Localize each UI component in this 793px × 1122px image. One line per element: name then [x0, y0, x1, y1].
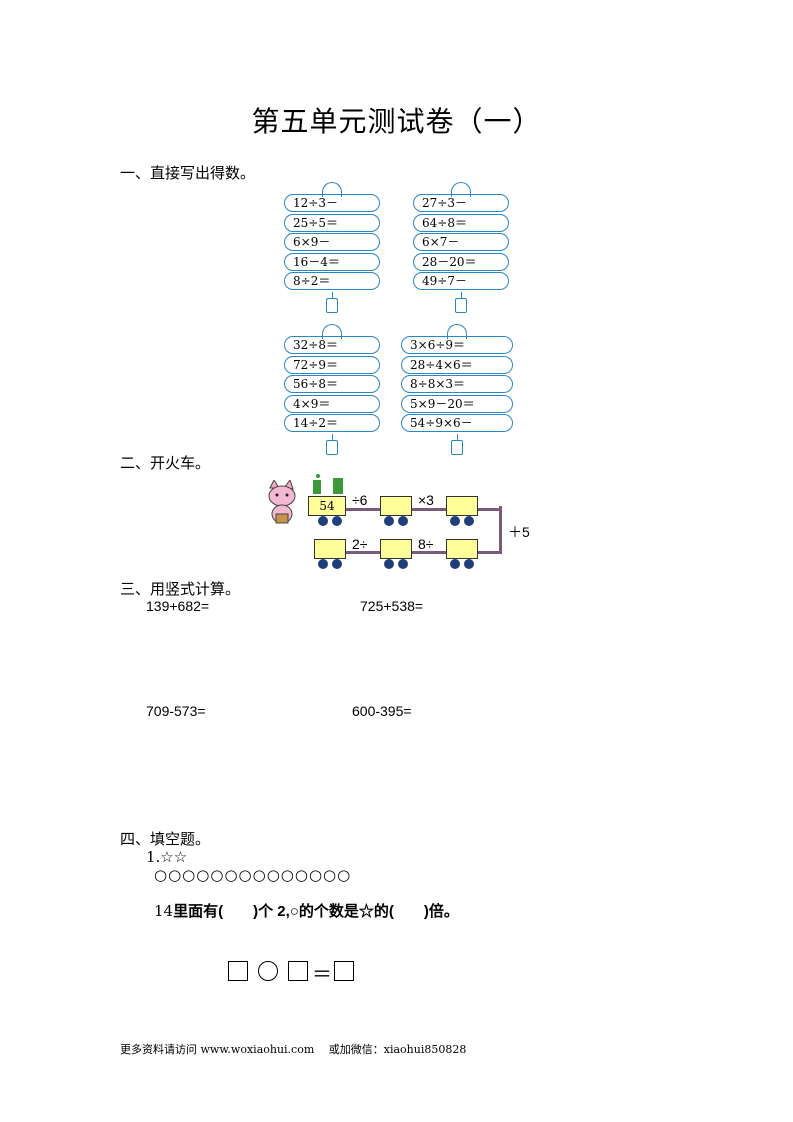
hook-icon	[413, 180, 509, 197]
weight-icon	[451, 439, 463, 455]
hook-icon	[284, 180, 380, 197]
equals-sign: ＝	[312, 962, 332, 986]
footer-text: 更多资料请访问 www.woxiaohui.com 或加微信：xiaohui85…	[120, 1043, 467, 1056]
wheel-icon	[398, 559, 408, 569]
train-car	[380, 539, 412, 559]
string-line	[456, 433, 458, 440]
vertical-calc-2: 725+538=	[360, 598, 424, 614]
rail-top	[346, 508, 501, 511]
vertical-calc-1: 139+682=	[146, 598, 210, 614]
equation-pill: 72÷9＝	[284, 355, 380, 374]
question-1-sentence: 里面有( )个 2,○的个数是☆的( )倍。	[173, 903, 459, 920]
equation-pill: 5×9－20＝	[401, 394, 513, 413]
wheel-icon	[332, 559, 342, 569]
train-op-2: ×3	[418, 492, 434, 508]
rail-right	[499, 506, 502, 554]
train-op-3: ＋5	[508, 524, 530, 540]
blank-box	[334, 961, 354, 981]
equation-pill: 49÷7－	[413, 272, 509, 290]
train-car-start: 54	[308, 496, 346, 516]
hanging-card-group-d: 3×6÷9＝ 28÷4×6＝ 8÷8×3＝ 5×9－20＝ 54÷9×6－	[401, 322, 513, 455]
cab-icon	[333, 478, 343, 494]
blank-box	[228, 961, 248, 981]
weight-icon	[326, 297, 338, 313]
wheel-icon	[464, 516, 474, 526]
wheel-icon	[332, 516, 342, 526]
wheel-icon	[318, 516, 328, 526]
equation-pill: 16－4＝	[284, 252, 380, 271]
wheel-icon	[450, 559, 460, 569]
vertical-calc-4: 600-395=	[352, 703, 412, 719]
weight-icon	[326, 439, 338, 455]
train-op-1: ÷6	[352, 492, 368, 508]
question-1-text: 14里面有( )个 2,○的个数是☆的( )倍。	[154, 900, 459, 921]
wheel-icon	[398, 516, 408, 526]
equation-pill: 4×9＝	[284, 394, 380, 413]
wheel-icon	[384, 559, 394, 569]
equation-pill: 6×9－	[284, 233, 380, 251]
equation-pill: 54÷9×6－	[401, 414, 513, 432]
cat-icon	[268, 480, 296, 524]
wheel-icon	[464, 559, 474, 569]
equation-pill: 64÷8＝	[413, 213, 509, 232]
string-line	[460, 291, 462, 298]
train-car	[446, 496, 478, 516]
string-line	[331, 433, 333, 440]
circle-row: ○○○○○○○○○○○○○○	[154, 866, 352, 884]
hook-icon	[284, 322, 380, 339]
hanging-card-group-a: 12÷3－ 25÷5＝ 6×9－ 16－4＝ 8÷2＝	[284, 180, 380, 313]
equation-pill: 14÷2＝	[284, 414, 380, 432]
equation-pill: 28÷4×6＝	[401, 355, 513, 374]
hanging-card-group-b: 27÷3－ 64÷8＝ 6×7－ 28－20＝ 49÷7－	[413, 180, 509, 313]
blank-circle	[258, 961, 278, 981]
wheel-icon	[318, 559, 328, 569]
train-car	[314, 539, 346, 559]
equation-pill: 8÷2＝	[284, 272, 380, 290]
wheel-icon	[384, 516, 394, 526]
hanging-card-group-c: 32÷8＝ 72÷9＝ 56÷8＝ 4×9＝ 14÷2＝	[284, 322, 380, 455]
blank-box	[288, 961, 308, 981]
train-car	[446, 539, 478, 559]
smoke-icon	[316, 474, 320, 478]
string-line	[331, 291, 333, 298]
chimney-icon	[313, 480, 321, 494]
equation-pill: 8÷8×3＝	[401, 375, 513, 393]
section-4-heading: 四、填空题。	[120, 830, 211, 848]
section-3-heading: 三、用竖式计算。	[120, 580, 241, 598]
hook-icon	[409, 322, 521, 339]
equation-pill: 56÷8＝	[284, 375, 380, 393]
equation-pill: 28－20＝	[413, 252, 509, 271]
train-op-4: 2÷	[352, 536, 368, 552]
question-1-stars: 1.☆☆	[146, 848, 188, 866]
question-1-number: 14	[154, 902, 174, 920]
section-1-heading: 一、直接写出得数。	[120, 164, 256, 182]
section-2-heading: 二、开火车。	[120, 454, 211, 472]
vertical-calc-3: 709-573=	[146, 703, 206, 719]
train-op-5: 8÷	[418, 536, 434, 552]
weight-icon	[455, 297, 467, 313]
train-car	[380, 496, 412, 516]
equation-pill: 6×7－	[413, 233, 509, 251]
wheel-icon	[450, 516, 460, 526]
rail-bottom	[346, 551, 501, 554]
equation-pill: 25÷5＝	[284, 213, 380, 232]
page-title: 第五单元测试卷（一）	[251, 105, 542, 138]
